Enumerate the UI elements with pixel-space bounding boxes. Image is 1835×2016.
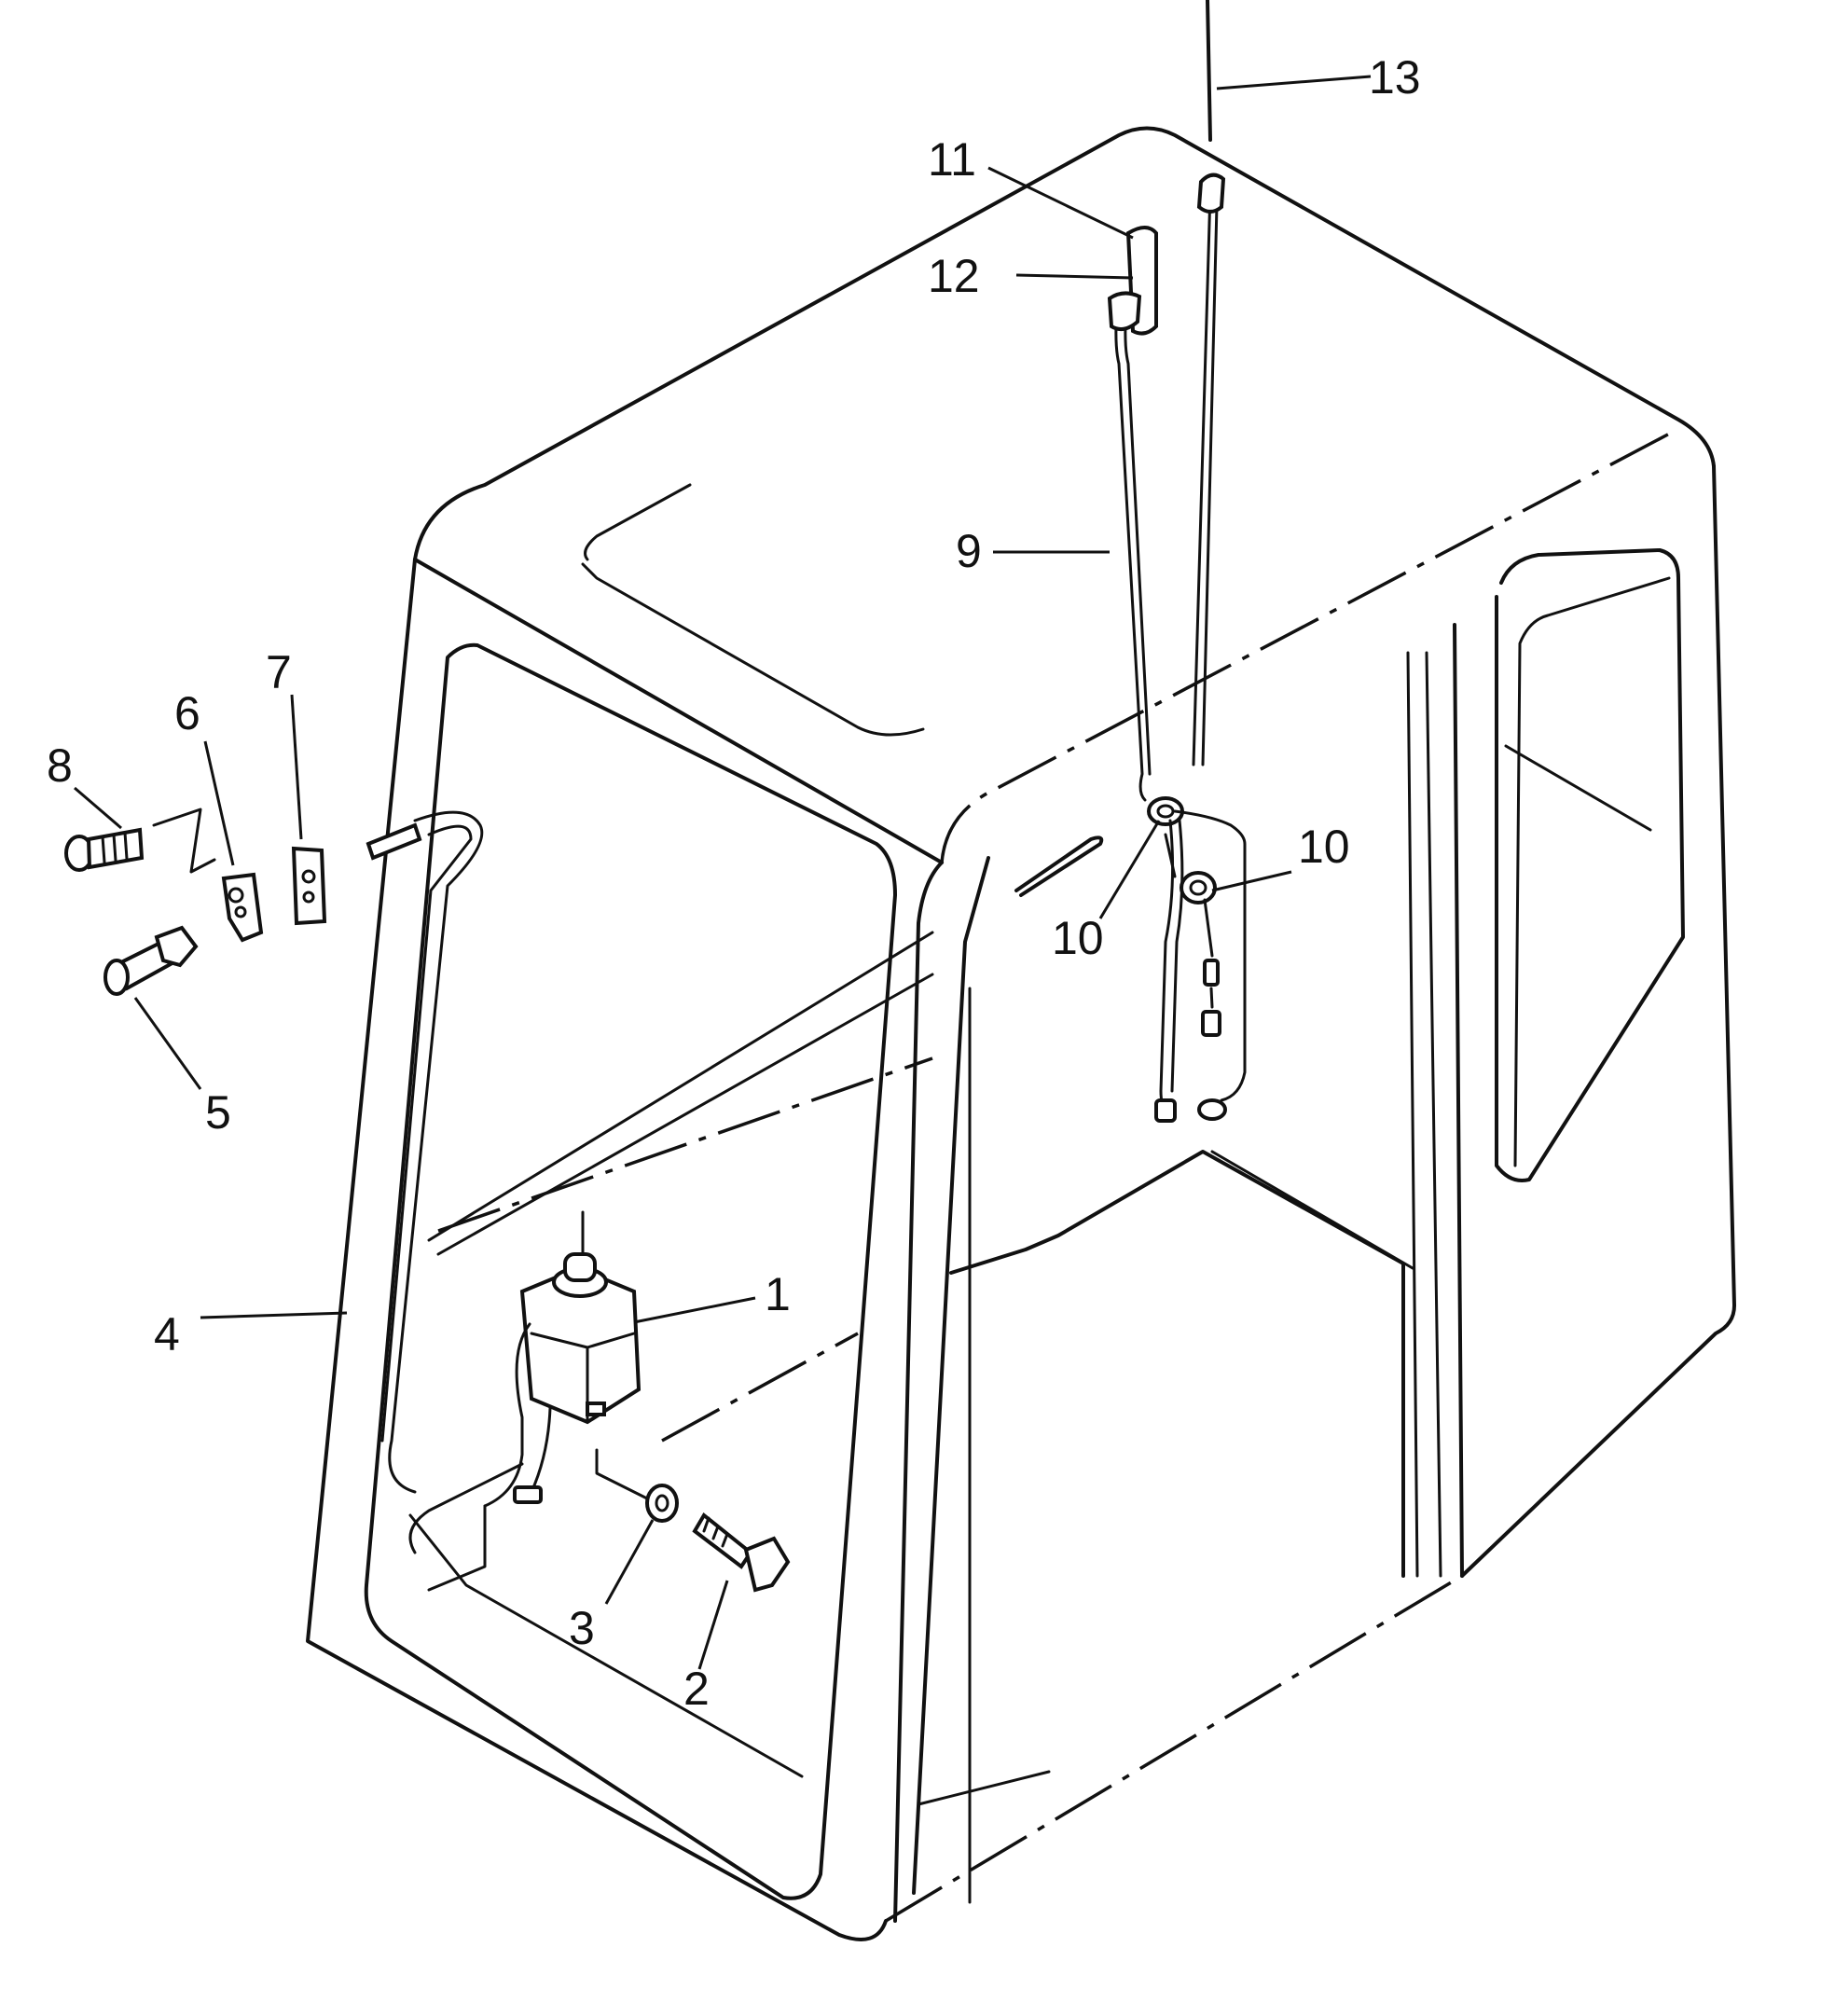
callout-8: 8: [47, 739, 73, 792]
mounting-bolt: [692, 1512, 791, 1593]
operator-cab: [306, 126, 1736, 1941]
window-seal-hose: [366, 810, 484, 1494]
callout-6: 6: [174, 687, 200, 739]
callout-9: 9: [956, 525, 982, 577]
antenna-mount: [1196, 173, 1226, 214]
callout-10-left: 10: [1052, 912, 1104, 964]
callout-4: 4: [154, 1308, 180, 1360]
callout-5: 5: [205, 1086, 231, 1139]
callout-3: 3: [569, 1602, 595, 1654]
plain-washer: [645, 1484, 679, 1523]
leader-lines: [74, 75, 1372, 1670]
callout-13: 13: [1369, 51, 1421, 104]
callout-7: 7: [266, 646, 292, 698]
nozzle-plate: [291, 846, 327, 926]
wire-harness: [1154, 809, 1247, 1123]
antenna-cord: [1192, 0, 1219, 766]
callout-11: 11: [928, 133, 976, 186]
clamp: [1107, 291, 1142, 332]
callout-1: 1: [765, 1268, 791, 1320]
washer-tank: [483, 1252, 642, 1508]
nozzle-bracket: [221, 872, 264, 943]
nozzle-screw: [64, 808, 216, 874]
callout-12: 12: [928, 250, 980, 302]
washer-tube: [1114, 306, 1152, 802]
callout-2: 2: [683, 1663, 710, 1715]
callout-10-right: 10: [1298, 821, 1350, 873]
callout-labels: 1 2 3 4 5 6 7 8 9 10 10 11 12 13: [47, 51, 1421, 1715]
washer-nozzle: [103, 925, 199, 996]
